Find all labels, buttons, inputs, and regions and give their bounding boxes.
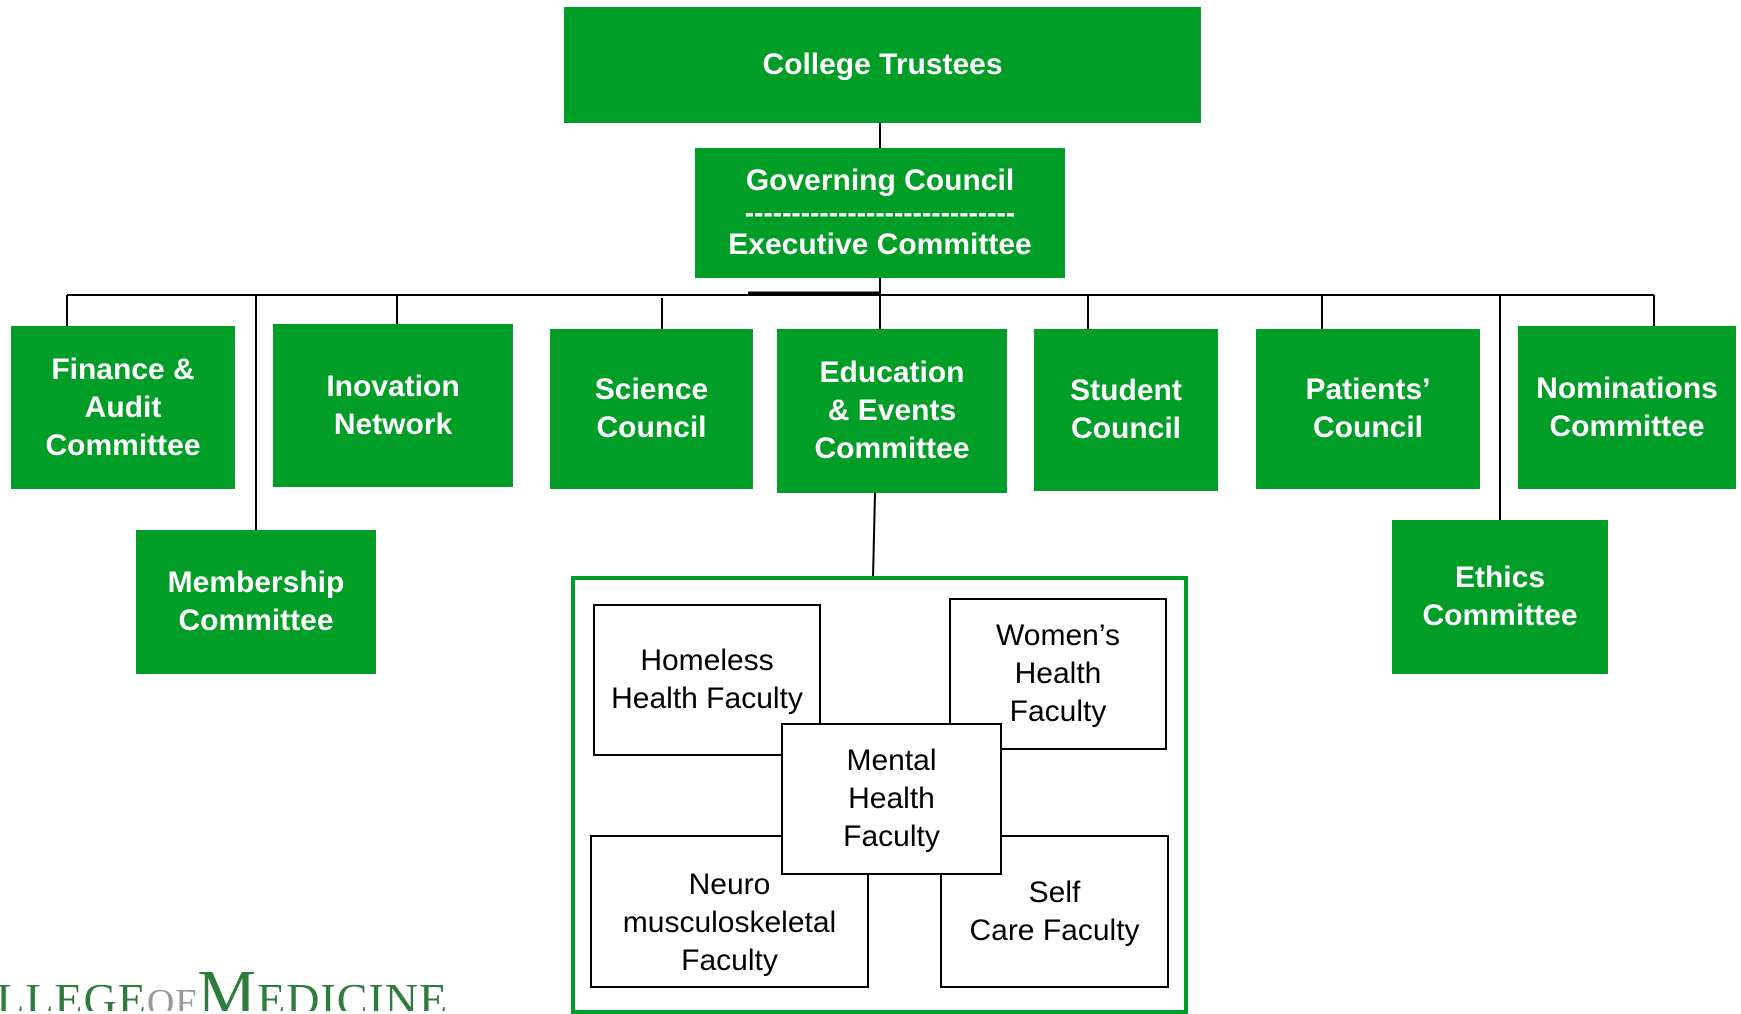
science-council-box: Science Council — [550, 329, 753, 489]
governing-separator: ----------------------------- — [744, 197, 1016, 228]
innovation-line-2: Network — [333, 408, 453, 441]
ethics-committee-box: Ethics Committee — [1392, 520, 1608, 674]
finance-line-3: Committee — [45, 428, 201, 462]
neuro-line-3: Faculty — [681, 943, 778, 977]
finance-line-1: Finance & — [51, 352, 195, 386]
womens-line-2: Health — [1014, 657, 1102, 690]
womens-line-1: Women’s — [996, 619, 1120, 652]
education-events-committee-box: Education & Events Committee — [777, 329, 1007, 493]
governing-council-label: Governing Council — [745, 164, 1015, 197]
selfcare-line-1: Self — [1028, 875, 1081, 909]
logo-part-college: OLLEGE — [0, 974, 147, 1011]
neuro-line-1: Neuro — [688, 867, 771, 901]
innovation-line-1: Inovation — [326, 370, 460, 403]
education-line-1: Education — [819, 356, 965, 389]
logo-part-m: M — [197, 957, 258, 1011]
ethics-line-1: Ethics — [1454, 561, 1546, 594]
mental-line-1: Mental — [846, 744, 937, 777]
patients-line-2: Council — [1313, 411, 1423, 444]
mental-line-3: Faculty — [843, 820, 940, 853]
college-of-medicine-logo: OLLEGEOFMEDICINE — [0, 950, 520, 1011]
membership-committee-box: Membership Committee — [136, 530, 376, 674]
finance-line-2: Audit — [84, 390, 162, 424]
student-line-2: Council — [1071, 412, 1181, 445]
womens-line-3: Faculty — [1009, 695, 1107, 728]
homeless-line-2: Health Faculty — [611, 682, 803, 715]
membership-line-2: Committee — [178, 604, 334, 637]
nominations-line-1: Nominations — [1536, 372, 1718, 405]
logo-part-of: OF — [146, 982, 198, 1011]
neuro-line-2: musculoskeletal — [622, 905, 837, 939]
logo-part-edicine: EDICINE — [257, 974, 449, 1011]
membership-line-1: Membership — [167, 566, 345, 599]
student-council-box: Student Council — [1034, 329, 1218, 491]
nominations-line-2: Committee — [1549, 410, 1705, 443]
education-line-3: Committee — [814, 432, 970, 465]
mental-line-2: Health — [848, 782, 935, 815]
homeless-line-1: Homeless — [640, 644, 774, 677]
neuromusculoskeletal-faculty-box: Neuro musculoskeletal Faculty — [590, 835, 869, 988]
innovation-network-box: Inovation Network — [273, 324, 513, 487]
education-line-2: & Events — [827, 394, 957, 427]
student-line-1: Student — [1070, 374, 1182, 407]
science-line-1: Science — [594, 373, 709, 406]
college-trustees-label: College Trustees — [762, 48, 1003, 81]
mental-health-faculty-box: Mental Health Faculty — [781, 723, 1002, 875]
ethics-line-2: Committee — [1422, 599, 1578, 632]
selfcare-line-2: Care Faculty — [969, 913, 1140, 947]
college-trustees-box: College Trustees — [564, 7, 1201, 123]
patients-line-1: Patients’ — [1305, 373, 1431, 406]
executive-committee-label: Executive Committee — [728, 228, 1032, 261]
governing-council-box: Governing Council ----------------------… — [695, 148, 1065, 278]
science-line-2: Council — [596, 411, 707, 444]
patients-council-box: Patients’ Council — [1256, 329, 1480, 489]
nominations-committee-box: Nominations Committee — [1518, 326, 1736, 489]
logo-wordmark: OLLEGEOFMEDICINE — [0, 956, 448, 1011]
finance-audit-committee-box: Finance & Audit Committee — [11, 326, 235, 489]
